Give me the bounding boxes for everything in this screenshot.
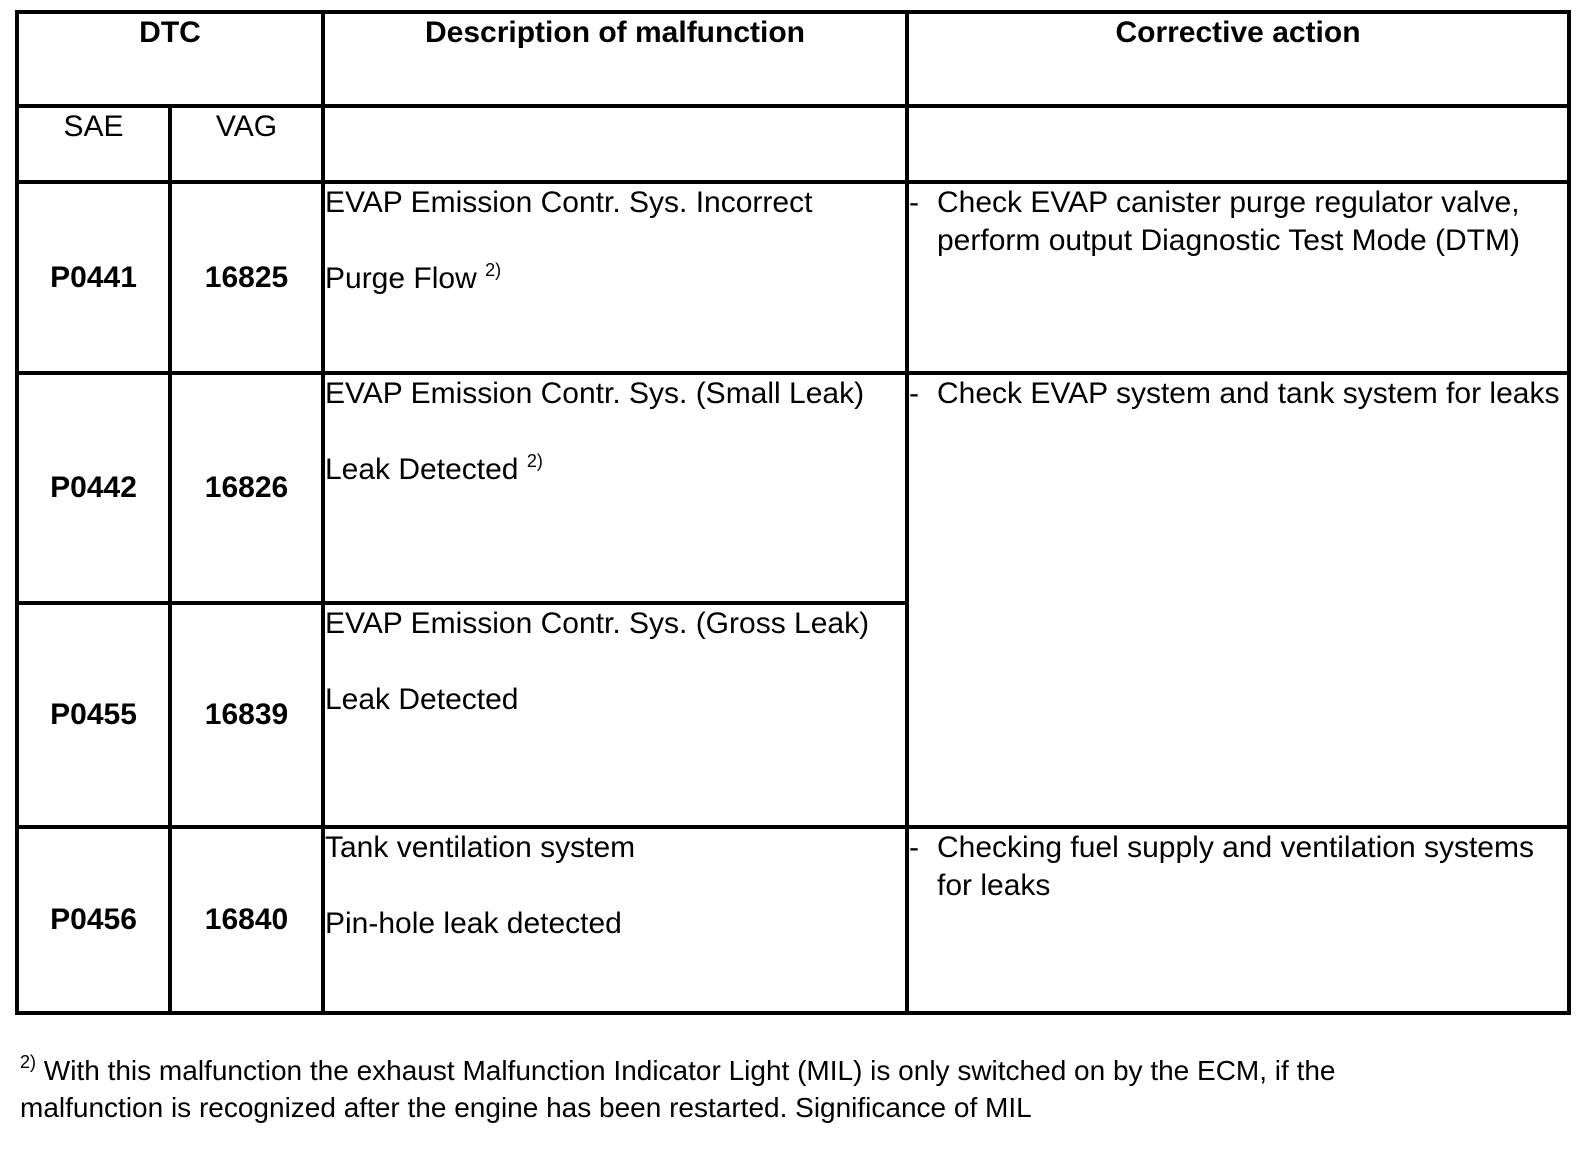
sae-code: P0456 [15,825,172,1015]
vag-code: 16839 [168,601,325,829]
malfunction-description: EVAP Emission Contr. Sys. Incorrect Purg… [321,180,909,375]
vag-code: 16825 [168,180,325,375]
malfunction-description: EVAP Emission Contr. Sys. (Gross Leak) L… [321,601,909,829]
footnote-mark: 2) [526,451,543,471]
description-line: Tank ventilation system [325,831,636,864]
description-line: Pin-hole leak detected [325,907,622,940]
footnote-mark: 2) [485,260,502,280]
action-subheader-empty [905,104,1571,184]
description-subheader-empty [321,104,909,184]
corrective-action: - Check EVAP system and tank system for … [905,371,1571,829]
malfunction-description: EVAP Emission Contr. Sys. (Small Leak) L… [321,371,909,605]
description-line: EVAP Emission Contr. Sys. Incorrect [325,186,813,219]
table-row: P0456 16840 Tank ventilation system Pin-… [15,825,1571,1015]
description-line: Leak Detected [325,683,519,716]
malfunction-description: Tank ventilation system Pin-hole leak de… [321,825,909,1015]
footnote-mark: 2) [20,1052,37,1072]
table-row: P0441 16825 EVAP Emission Contr. Sys. In… [15,180,1571,375]
description-line: EVAP Emission Contr. Sys. (Gross Leak) [325,607,870,640]
action-item: - Check EVAP canister purge regulator va… [909,184,1567,260]
description-line: EVAP Emission Contr. Sys. (Small Leak) [325,377,865,410]
action-header: Corrective action [905,10,1571,108]
vag-subheader: VAG [168,104,325,184]
corrective-action: - Check EVAP canister purge regulator va… [905,180,1571,375]
sae-code: P0442 [15,371,172,605]
description-header: Description of malfunction [321,10,909,108]
description-line: Leak Detected 2) [325,451,543,486]
footnote: 2) With this malfunction the exhaust Mal… [20,1052,1440,1126]
dtc-table: DTC Description of malfunction Correctiv… [15,10,1571,1015]
corrective-action: - Checking fuel supply and ventilation s… [905,825,1571,1015]
description-line: Purge Flow 2) [325,260,502,295]
action-text: Check EVAP system and tank system for le… [937,377,1560,410]
action-item: - Check EVAP system and tank system for … [909,375,1567,413]
dtc-header: DTC [15,10,325,108]
action-item: - Checking fuel supply and ventilation s… [909,829,1567,905]
bullet-dash: - [909,186,919,219]
vag-code: 16840 [168,825,325,1015]
sae-code: P0455 [15,601,172,829]
footnote-text: With this malfunction the exhaust Malfun… [20,1055,1336,1123]
vag-code: 16826 [168,371,325,605]
action-text: Check EVAP canister purge regulator valv… [937,186,1520,257]
bullet-dash: - [909,831,919,864]
table-row: P0442 16826 EVAP Emission Contr. Sys. (S… [15,371,1571,829]
sae-subheader: SAE [15,104,172,184]
table-row: P0455 16839 EVAP Emission Contr. Sys. (G… [15,601,1569,829]
action-text: Checking fuel supply and ventilation sys… [937,831,1534,902]
sae-code: P0441 [15,180,172,375]
bullet-dash: - [909,377,919,410]
